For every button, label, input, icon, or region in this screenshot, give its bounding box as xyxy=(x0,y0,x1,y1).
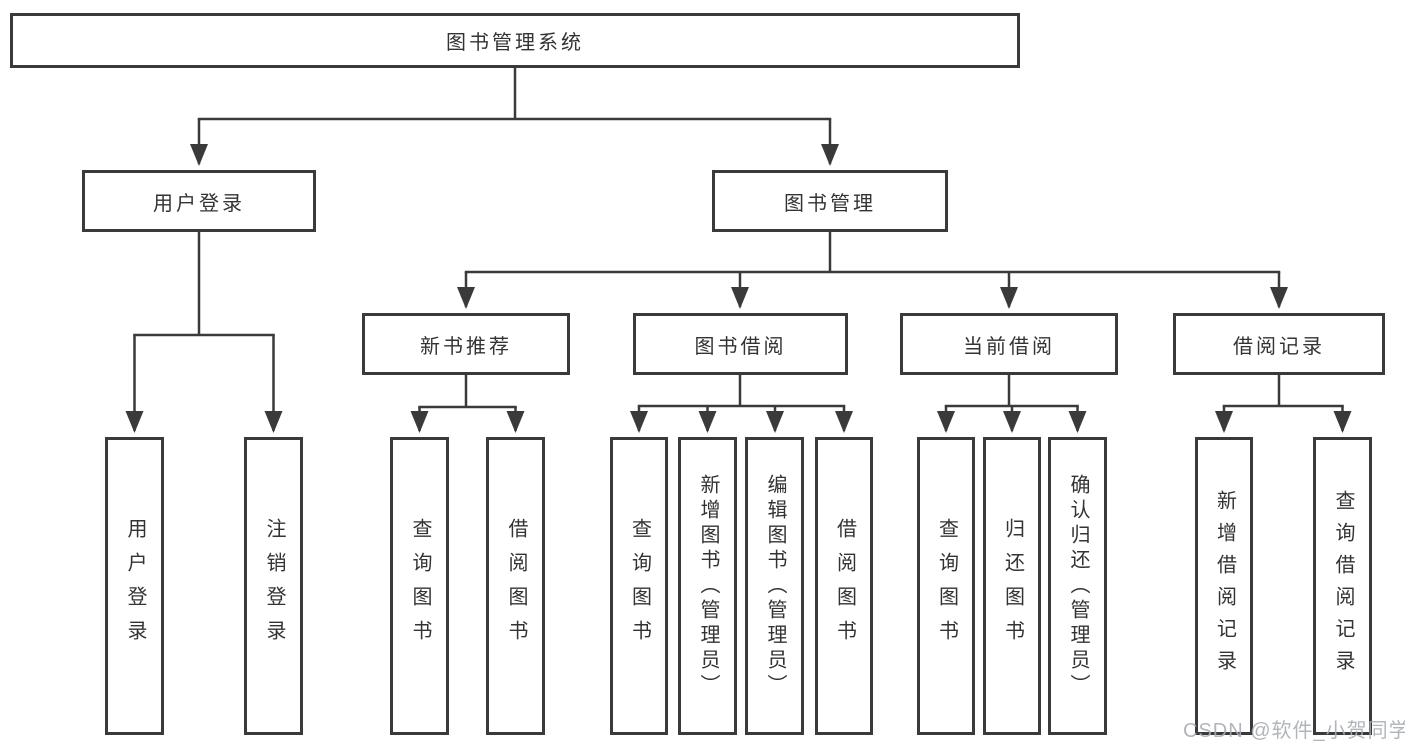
leaf-user-login: 用户登录 xyxy=(105,437,164,735)
leaf-query-borrow-record: 查询借阅记录 xyxy=(1313,437,1372,735)
leaf-borrow-books-recommend: 借阅图书 xyxy=(486,437,545,735)
node-book-management-group: 图书管理 xyxy=(712,170,948,232)
node-current-borrowing: 当前借阅 xyxy=(900,313,1118,375)
leaf-query-books-recommend: 查询图书 xyxy=(390,437,449,735)
node-label: 借阅图书 xyxy=(833,518,856,654)
node-label: 图书借阅 xyxy=(694,335,787,358)
node-label: 查询图书 xyxy=(409,518,431,654)
node-user-login-group: 用户登录 xyxy=(82,170,316,232)
node-label: 编辑图书（管理员） xyxy=(764,473,786,699)
leaf-return-book: 归还图书 xyxy=(983,437,1041,735)
leaf-add-borrow-record: 新增借阅记录 xyxy=(1195,437,1253,735)
node-label: 新书推荐 xyxy=(420,335,512,358)
node-library-system-root: 图书管理系统 xyxy=(10,13,1020,68)
node-label: 查询图书 xyxy=(935,518,958,654)
node-label: 查询借阅记录 xyxy=(1332,490,1354,682)
node-label: 借阅记录 xyxy=(1233,335,1325,358)
node-label: 用户登录 xyxy=(153,192,245,215)
node-label: 确认归还（管理员） xyxy=(1067,473,1089,699)
node-label: 注销登录 xyxy=(263,518,285,654)
node-label: 用户登录 xyxy=(124,518,146,654)
leaf-edit-book-admin: 编辑图书（管理员） xyxy=(745,437,804,735)
node-label: 图书管理 xyxy=(784,192,876,215)
node-book-borrowing: 图书借阅 xyxy=(633,313,848,375)
leaf-logout: 注销登录 xyxy=(244,437,303,735)
leaf-add-book-admin: 新增图书（管理员） xyxy=(678,437,737,735)
leaf-query-books-borrow: 查询图书 xyxy=(610,437,668,735)
node-label: 归还图书 xyxy=(1001,518,1024,654)
node-borrowing-records: 借阅记录 xyxy=(1173,313,1385,375)
node-label: 图书管理系统 xyxy=(446,32,584,54)
leaf-confirm-return-admin: 确认归还（管理员） xyxy=(1048,437,1107,735)
node-new-book-recommend: 新书推荐 xyxy=(362,313,570,375)
node-label: 借阅图书 xyxy=(505,518,527,654)
node-label: 新增借阅记录 xyxy=(1213,490,1236,682)
node-label: 新增图书（管理员） xyxy=(697,473,719,699)
node-label: 当前借阅 xyxy=(963,335,1055,358)
leaf-borrow-books: 借阅图书 xyxy=(815,437,873,735)
leaf-query-books-current: 查询图书 xyxy=(917,437,975,735)
node-label: 查询图书 xyxy=(628,518,651,654)
csdn-watermark: CSDN @软件_小贺同学 xyxy=(1183,720,1405,742)
